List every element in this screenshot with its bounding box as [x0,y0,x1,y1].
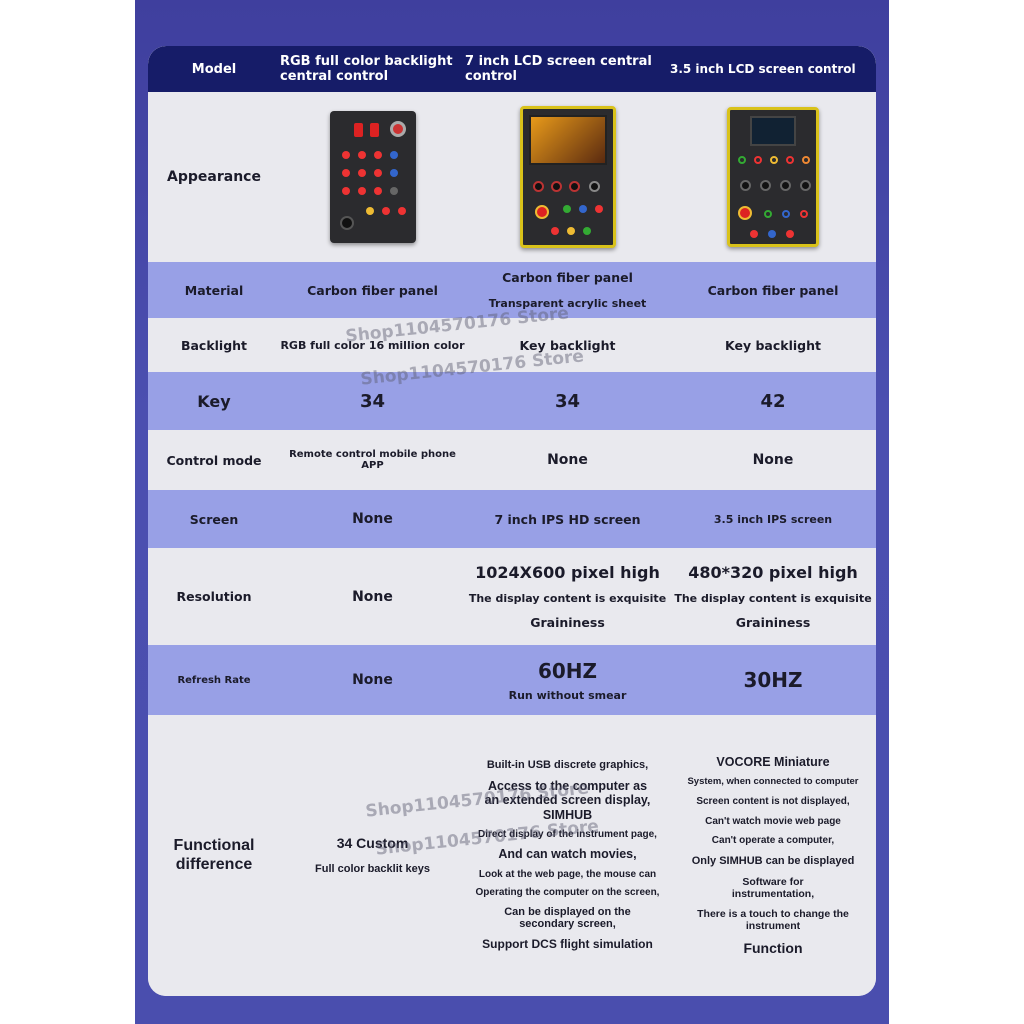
cell: Run without smear [508,688,627,702]
cell: RGB full color 16 million color [280,338,465,352]
row-label: Control mode [166,452,262,468]
row-label: Appearance [167,169,261,185]
3-5inch-controller-image [727,107,819,247]
cell: 480*320 pixel high [688,563,858,582]
row-key: Key 34 34 42 [148,372,876,430]
rgb-controller-image [329,111,416,243]
cell: Graininess [530,615,605,630]
cell: Only SIMHUB can be displayed [691,854,855,867]
cell: 34 Custom [336,835,409,852]
cell: 34 [554,390,581,412]
cell: Access to the computer as an extended sc… [484,778,651,822]
header-model: Model [191,61,237,77]
cell: Built-in USB discrete graphics, [486,759,649,772]
cell: 7 inch IPS HD screen [494,511,641,527]
cell: Can be displayed on the secondary screen… [504,905,631,931]
cell: None [352,672,393,688]
row-label: Material [184,282,244,298]
row-screen: Screen None 7 inch IPS HD screen 3.5 inc… [148,490,876,548]
cell: Graininess [735,615,811,630]
cell: Carbon fiber panel [307,282,438,298]
row-appearance: Appearance [148,92,876,262]
cell: Support DCS flight simulation [482,937,653,952]
cell: None [752,452,794,468]
cell: Key backlight [725,337,821,353]
cell: Operating the computer on the screen, [475,887,660,899]
row-label: Refresh Rate [177,674,251,686]
cell: 1024X600 pixel high [475,563,660,582]
cell: 30HZ [743,668,803,692]
table-header: Model RGB full color backlight central c… [148,46,876,92]
row-label: Resolution [176,589,252,604]
cell: 3.5 inch IPS screen [713,512,833,526]
header-col-2: 7 inch LCD screen central control [465,54,652,84]
cell: Full color backlit keys [315,863,430,876]
cell: 60HZ [537,658,598,683]
cell: Carbon fiber panel [502,270,633,285]
cell: Can't watch movie web page [705,815,841,827]
row-material: Material Carbon fiber panel Carbon fiber… [148,262,876,318]
cell: The display content is exquisite [674,592,872,605]
header-col-1: RGB full color backlight central control [280,54,453,84]
cell: Can't operate a computer, [711,835,835,847]
row-label: Backlight [180,337,248,353]
cell: VOCORE Miniature [716,755,830,770]
7inch-controller-image [519,106,616,248]
cell: Carbon fiber panel [707,282,839,298]
cell: Software for instrumentation, [731,875,815,900]
row-control-mode: Control mode Remote control mobile phone… [148,430,876,490]
cell: Function [743,939,803,956]
cell: Direct display of the instrument page, [478,828,657,840]
cell: Screen content is not displayed, [696,796,850,808]
row-label: Functional difference [173,837,255,873]
cell: 34 [359,390,386,412]
cell: There is a touch to change the instrumen… [697,907,849,932]
comparison-table: Model RGB full color backlight central c… [148,46,876,996]
cell: And can watch movies, [498,847,637,862]
cell: None [352,588,393,605]
cell: Key backlight [519,337,616,353]
row-backlight: Backlight RGB full color 16 million colo… [148,318,876,372]
row-label: Key [197,391,231,411]
cell: None [352,511,393,527]
cell: Look at the web page, the mouse can [478,868,657,880]
cell: Remote control mobile phone APP [289,449,456,471]
cell: System, when connected to computer [687,776,859,788]
header-col-3: 3.5 inch LCD screen control [670,62,856,76]
cell: 42 [760,390,786,412]
cell: Transparent acrylic sheet [488,297,647,310]
row-label: Screen [189,511,239,527]
cell: The display content is exquisite [468,592,667,605]
cell: None [547,452,588,468]
